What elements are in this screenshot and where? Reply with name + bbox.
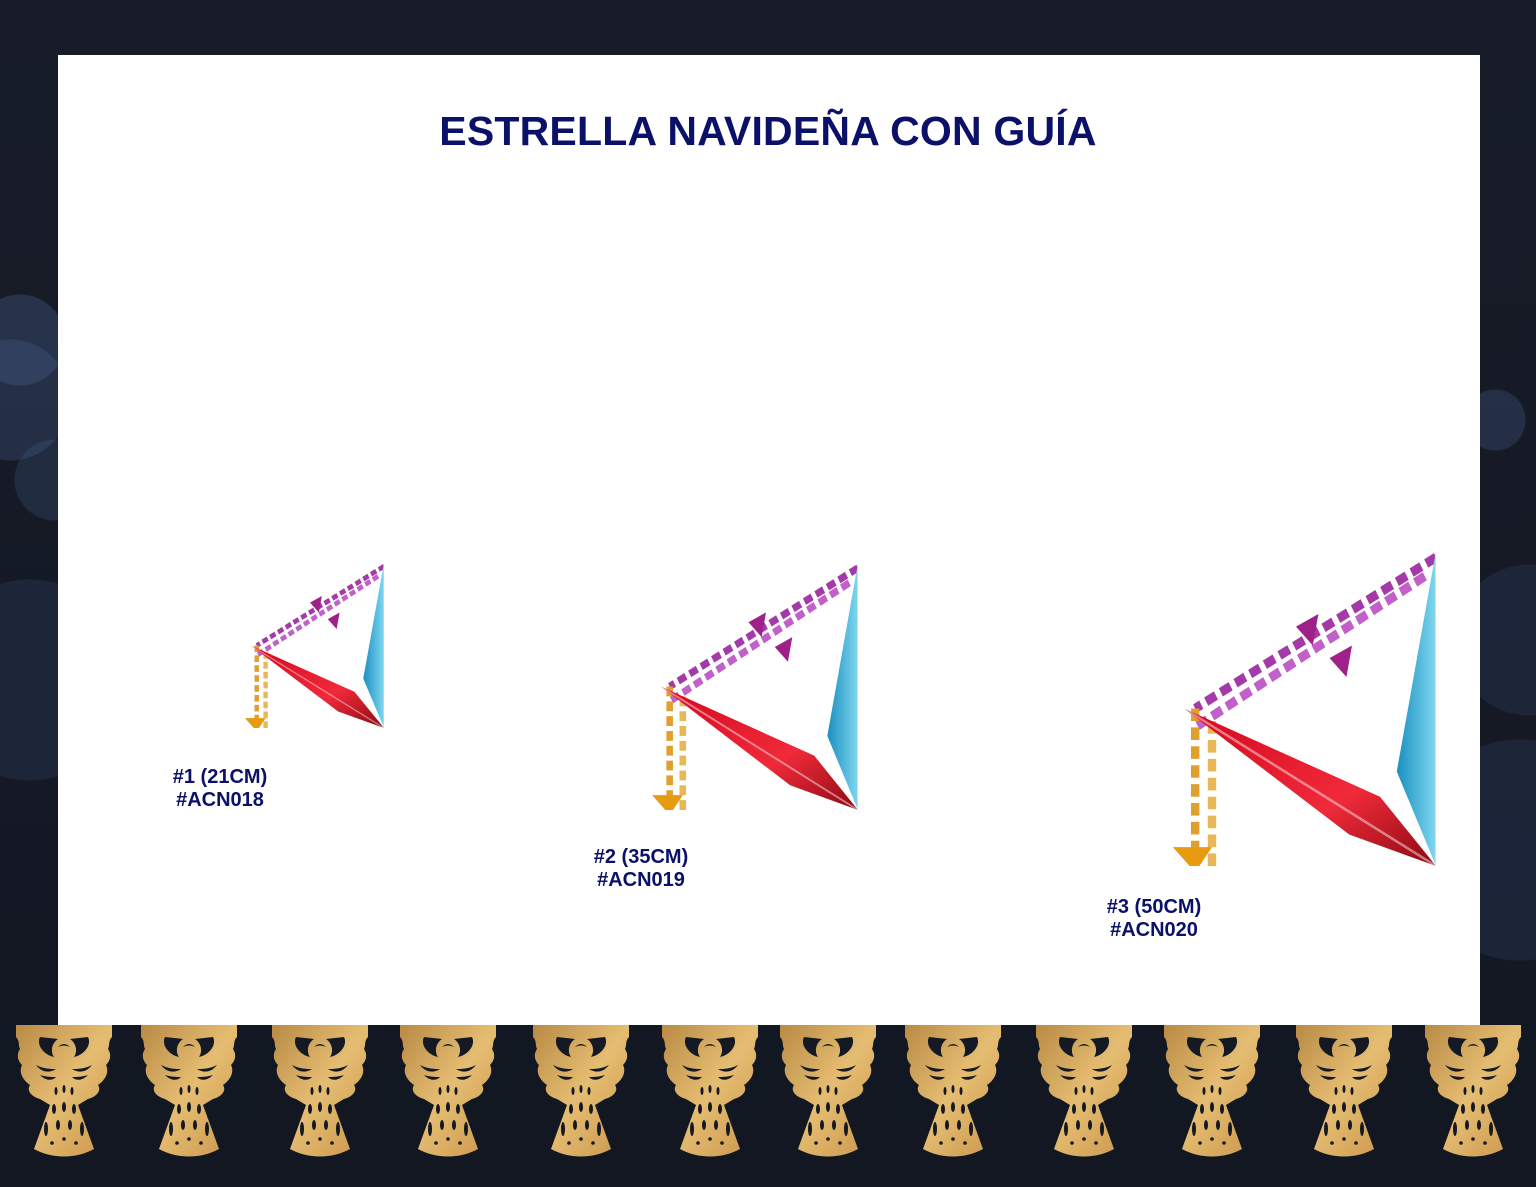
product-2-caption: #2 (35CM) #ACN019 — [541, 846, 741, 892]
star-product-1-image — [88, 398, 384, 728]
page-title: ESTRELLA NAVIDEÑA CON GUÍA — [439, 108, 1097, 154]
angel-icon — [16, 1025, 112, 1163]
angel-icon — [400, 1025, 496, 1163]
angel-icon — [905, 1025, 1001, 1163]
angel-icon — [662, 1025, 758, 1163]
angel-garland — [0, 1025, 1536, 1165]
angel-icon — [780, 1025, 876, 1163]
product-3-caption: #3 (50CM) #ACN020 — [1054, 896, 1254, 942]
product-3-code: #ACN020 — [1110, 919, 1198, 941]
product-panel — [58, 55, 1480, 1025]
angel-icon — [1296, 1025, 1392, 1163]
angel-icon — [1164, 1025, 1260, 1163]
angel-icon — [1425, 1025, 1521, 1163]
angel-icon — [1036, 1025, 1132, 1163]
product-1-size: #1 (21CM) — [172, 766, 268, 788]
star-product-2-image — [420, 316, 858, 810]
angel-icon — [141, 1025, 237, 1163]
product-3-size: #3 (50CM) — [1106, 896, 1202, 918]
angel-icon — [533, 1025, 629, 1163]
product-1-caption: #1 (21CM) #ACN018 — [120, 766, 320, 812]
product-1-code: #ACN018 — [176, 789, 264, 811]
product-2-code: #ACN019 — [597, 869, 685, 891]
product-2-size: #2 (35CM) — [593, 846, 689, 868]
star-product-3-image — [876, 236, 1436, 866]
angel-icon — [272, 1025, 368, 1163]
